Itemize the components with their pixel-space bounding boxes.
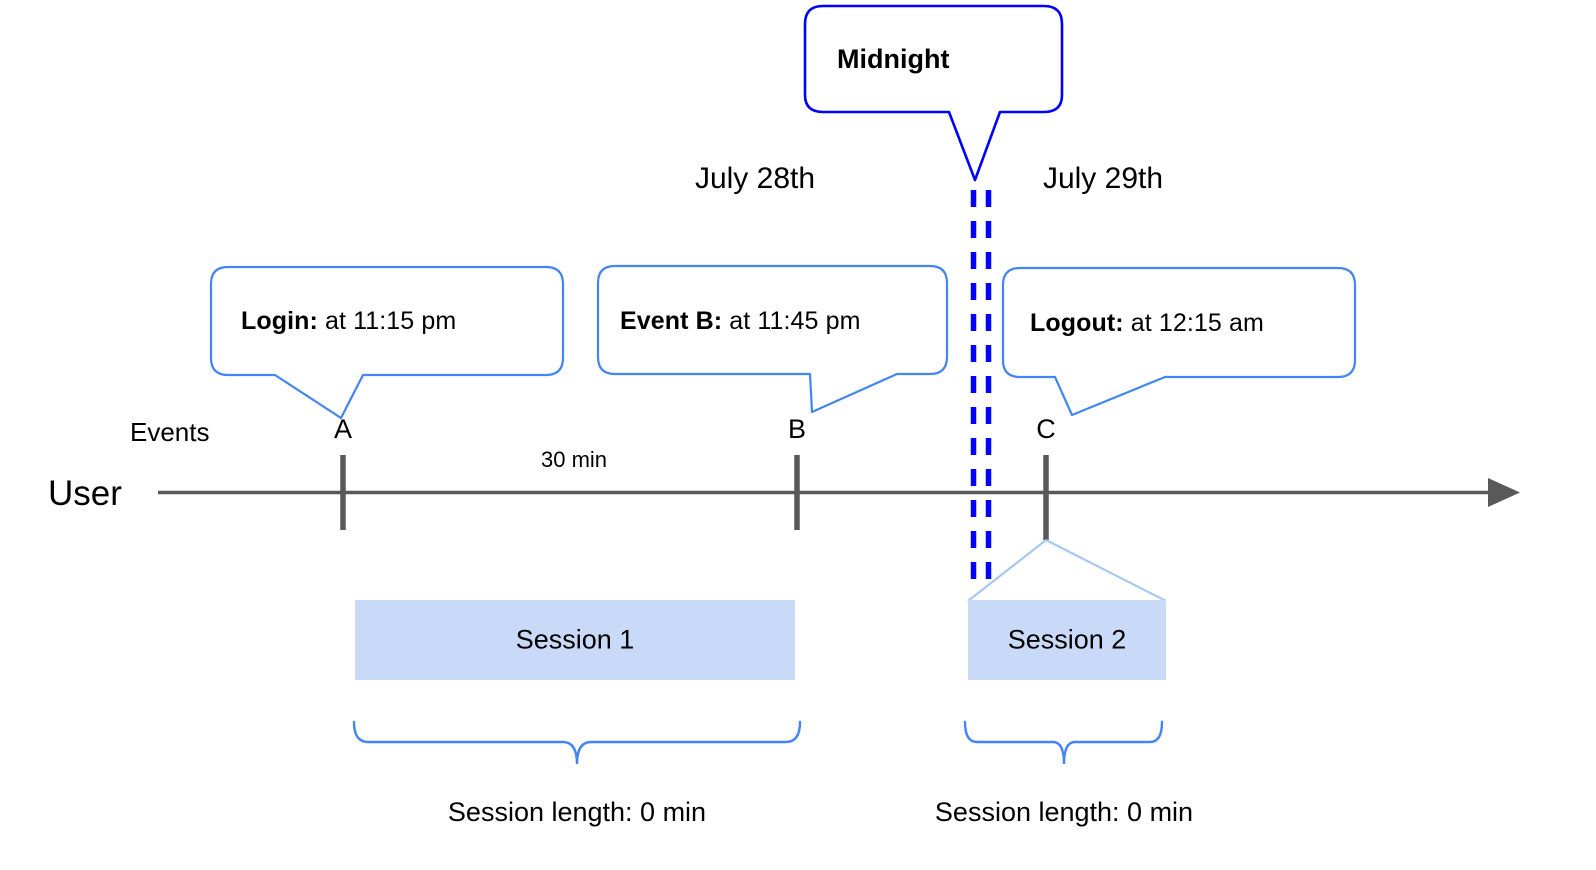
timeline-arrowhead-icon <box>1488 478 1520 507</box>
login-callout-shape <box>209 265 565 420</box>
event-point-label-a-text: A <box>333 414 352 444</box>
login-callout-rest: at 11:15 pm <box>317 307 457 335</box>
interval-duration-text: 30 min <box>541 447 608 472</box>
eventb-callout-shape <box>596 264 949 414</box>
session2-connector-right <box>1045 539 1167 602</box>
session2-brace <box>963 720 1164 765</box>
eventb-callout-rest: at 11:45 pm <box>722 307 861 335</box>
event-point-label-a: A <box>293 414 393 445</box>
logout-callout-label: Logout: at 12:15 am <box>1030 309 1264 338</box>
session-1-box: Session 1 <box>355 600 795 680</box>
midnight-callout-shape <box>803 4 1064 182</box>
logout-callout-shape <box>1001 266 1357 417</box>
event-point-label-c-text: C <box>1036 414 1056 444</box>
date-label-july-28: July 28th <box>605 162 905 196</box>
session-2-length-text: Session length: 0 min <box>934 797 1194 827</box>
midnight-callout-label: Midnight <box>837 44 950 74</box>
user-row-label: User <box>48 474 122 514</box>
session1-brace <box>352 720 802 765</box>
login-callout-lead: Login: <box>241 307 318 335</box>
date-label-july-29: July 29th <box>953 162 1253 196</box>
eventb-callout-lead: Event B: <box>620 307 723 335</box>
event-point-label-c: C <box>996 414 1096 445</box>
session-1-length-label: Session length: 0 min <box>427 797 727 828</box>
session-2-box: Session 2 <box>968 600 1166 680</box>
session-2-label: Session 2 <box>1007 624 1127 655</box>
event-point-label-b-text: B <box>787 414 806 444</box>
event-point-label-b: B <box>747 414 847 445</box>
session-1-label: Session 1 <box>515 624 635 655</box>
date-label-july-29-text: July 29th <box>1042 162 1164 195</box>
login-callout-label: Login: at 11:15 pm <box>241 307 456 336</box>
events-row-label-text: Events <box>130 417 210 447</box>
session-2-length-label: Session length: 0 min <box>914 797 1214 828</box>
session-1-length-text: Session length: 0 min <box>447 797 707 827</box>
interval-duration-label: 30 min <box>541 447 607 473</box>
date-label-july-28-text: July 28th <box>694 162 816 195</box>
session2-connector-left <box>967 539 1047 602</box>
logout-callout-lead: Logout: <box>1030 309 1124 337</box>
user-row-label-text: User <box>48 474 122 513</box>
eventb-callout-label: Event B: at 11:45 pm <box>620 307 861 336</box>
logout-callout-rest: at 12:15 am <box>1123 309 1264 337</box>
events-row-label: Events <box>130 417 210 448</box>
